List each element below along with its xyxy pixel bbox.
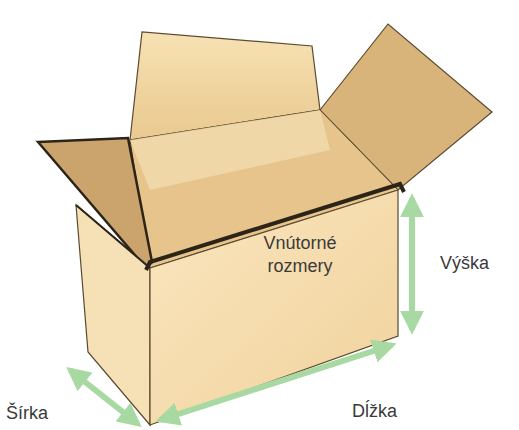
width-label: Šírka [6,402,86,425]
height-label: Výška [440,252,515,275]
height-arrow [409,198,415,330]
interior-back-wall [130,110,330,190]
length-label: Dĺžka [352,400,432,423]
label-ground [0,394,90,430]
inner-dimensions-label: Vnútorné rozmery [248,232,352,277]
left-face [76,205,150,425]
left-top-edge [76,205,150,268]
